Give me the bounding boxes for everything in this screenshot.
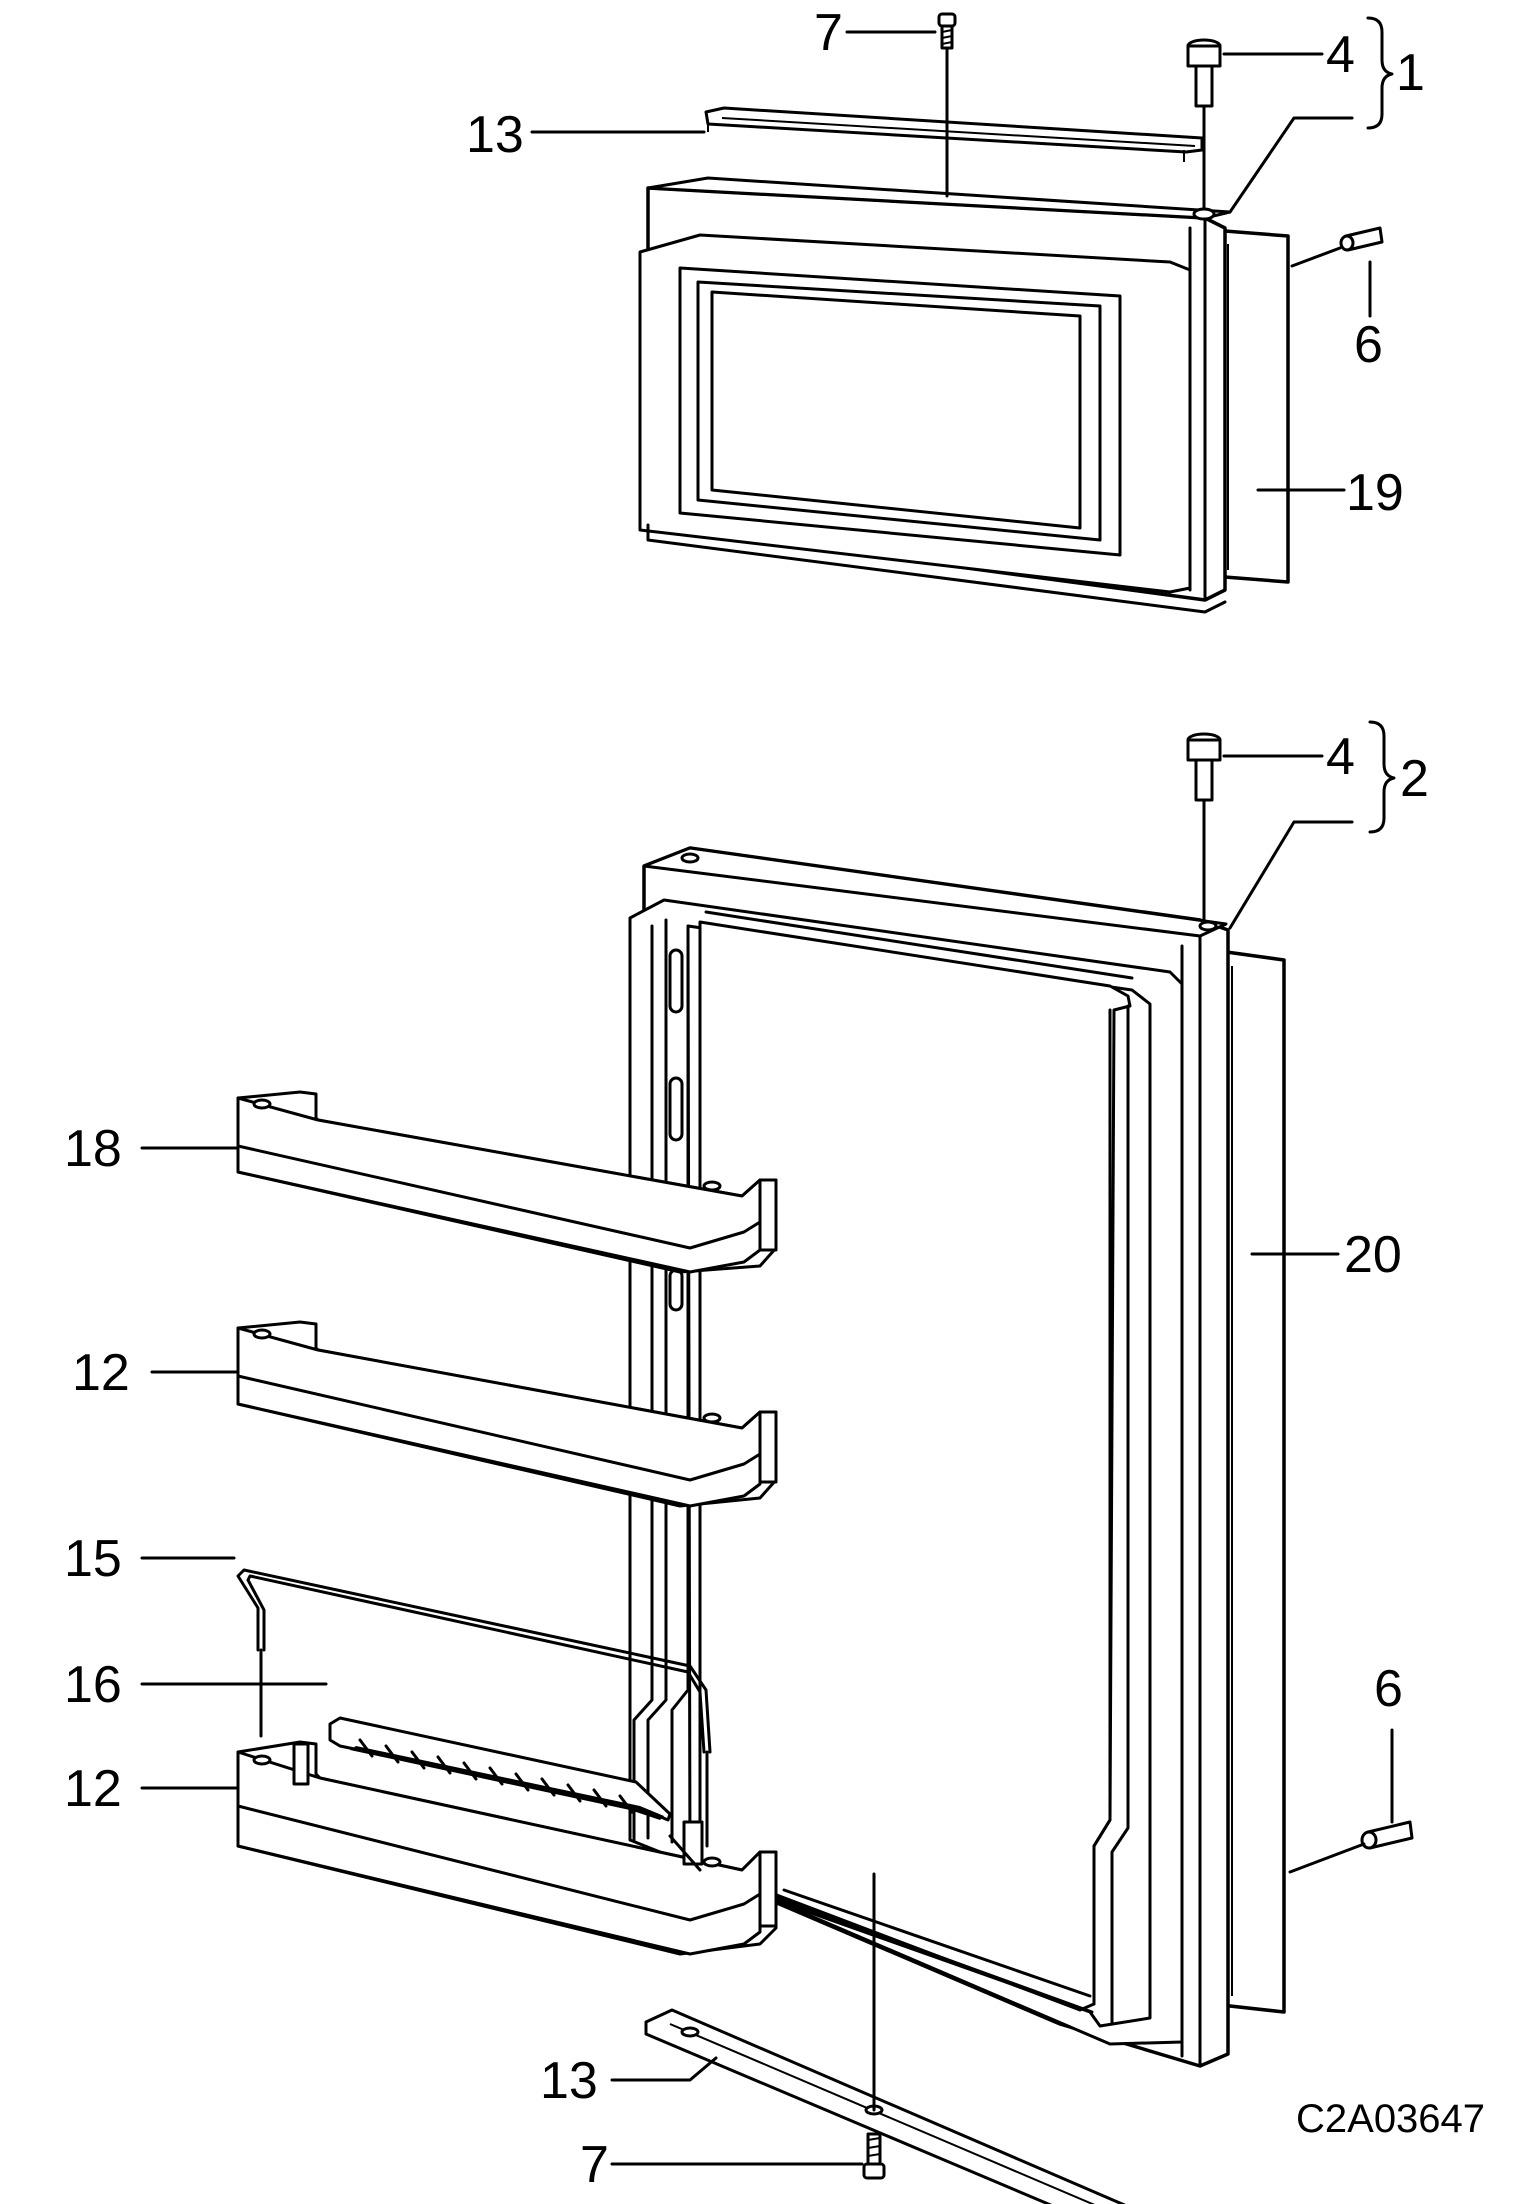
callout-gasket-20: 20 xyxy=(1344,1226,1402,1284)
upper-leaders xyxy=(530,16,1394,492)
upper-door-assembly xyxy=(638,176,1290,614)
callout-shelf-12-upper: 12 xyxy=(72,1344,130,1402)
callout-upper-group-1: 1 xyxy=(1396,44,1425,102)
lower-hinge-pin xyxy=(1186,732,1222,924)
callout-upper-gasket-19: 19 xyxy=(1346,464,1404,522)
callout-upper-hinge-pin-4: 4 xyxy=(1326,26,1355,84)
callout-lower-pin-6: 6 xyxy=(1374,1660,1403,1718)
callout-lower-hinge-pin-4: 4 xyxy=(1326,728,1355,786)
callout-wire-bar-15: 15 xyxy=(64,1530,122,1588)
callout-flap-16: 16 xyxy=(64,1656,122,1714)
lower-leaders xyxy=(140,720,1396,2166)
callout-lower-screw-7: 7 xyxy=(580,2136,609,2194)
lower-screw xyxy=(862,1872,886,2180)
callout-upper-cover-strip-13: 13 xyxy=(466,106,524,164)
callout-upper-screw-7: 7 xyxy=(814,4,843,62)
upper-screw xyxy=(937,12,957,198)
callout-labels: 7 4 1 13 6 19 4 2 18 12 20 15 16 12 6 13… xyxy=(64,4,1485,2194)
door-shelf-12-lower xyxy=(236,1740,778,1956)
wire-retainer-bar xyxy=(236,1568,712,1848)
callout-shelf-18: 18 xyxy=(64,1120,122,1178)
lower-pivot-pin xyxy=(1360,1820,1414,1850)
upper-door-window xyxy=(710,290,1082,530)
callout-lower-group-2: 2 xyxy=(1400,750,1429,808)
upper-pivot-pin xyxy=(1339,226,1384,252)
lower-cover-strip xyxy=(644,2008,1126,2204)
retainer-flap xyxy=(328,1716,672,1822)
callout-shelf-12-lower: 12 xyxy=(64,1760,122,1818)
lower-door-assembly xyxy=(628,846,1286,2068)
callout-upper-pin-6: 6 xyxy=(1354,316,1383,374)
door-shelf-12-upper xyxy=(236,1320,778,1508)
door-shelf-18 xyxy=(236,1090,778,1274)
reference-code: C2A03647 xyxy=(1296,2097,1485,2141)
upper-hinge-pin xyxy=(1186,38,1222,221)
callout-lower-cover-strip-13: 13 xyxy=(540,2052,598,2110)
upper-cover-strip xyxy=(704,106,1204,162)
flap-ribs xyxy=(358,1738,634,1814)
